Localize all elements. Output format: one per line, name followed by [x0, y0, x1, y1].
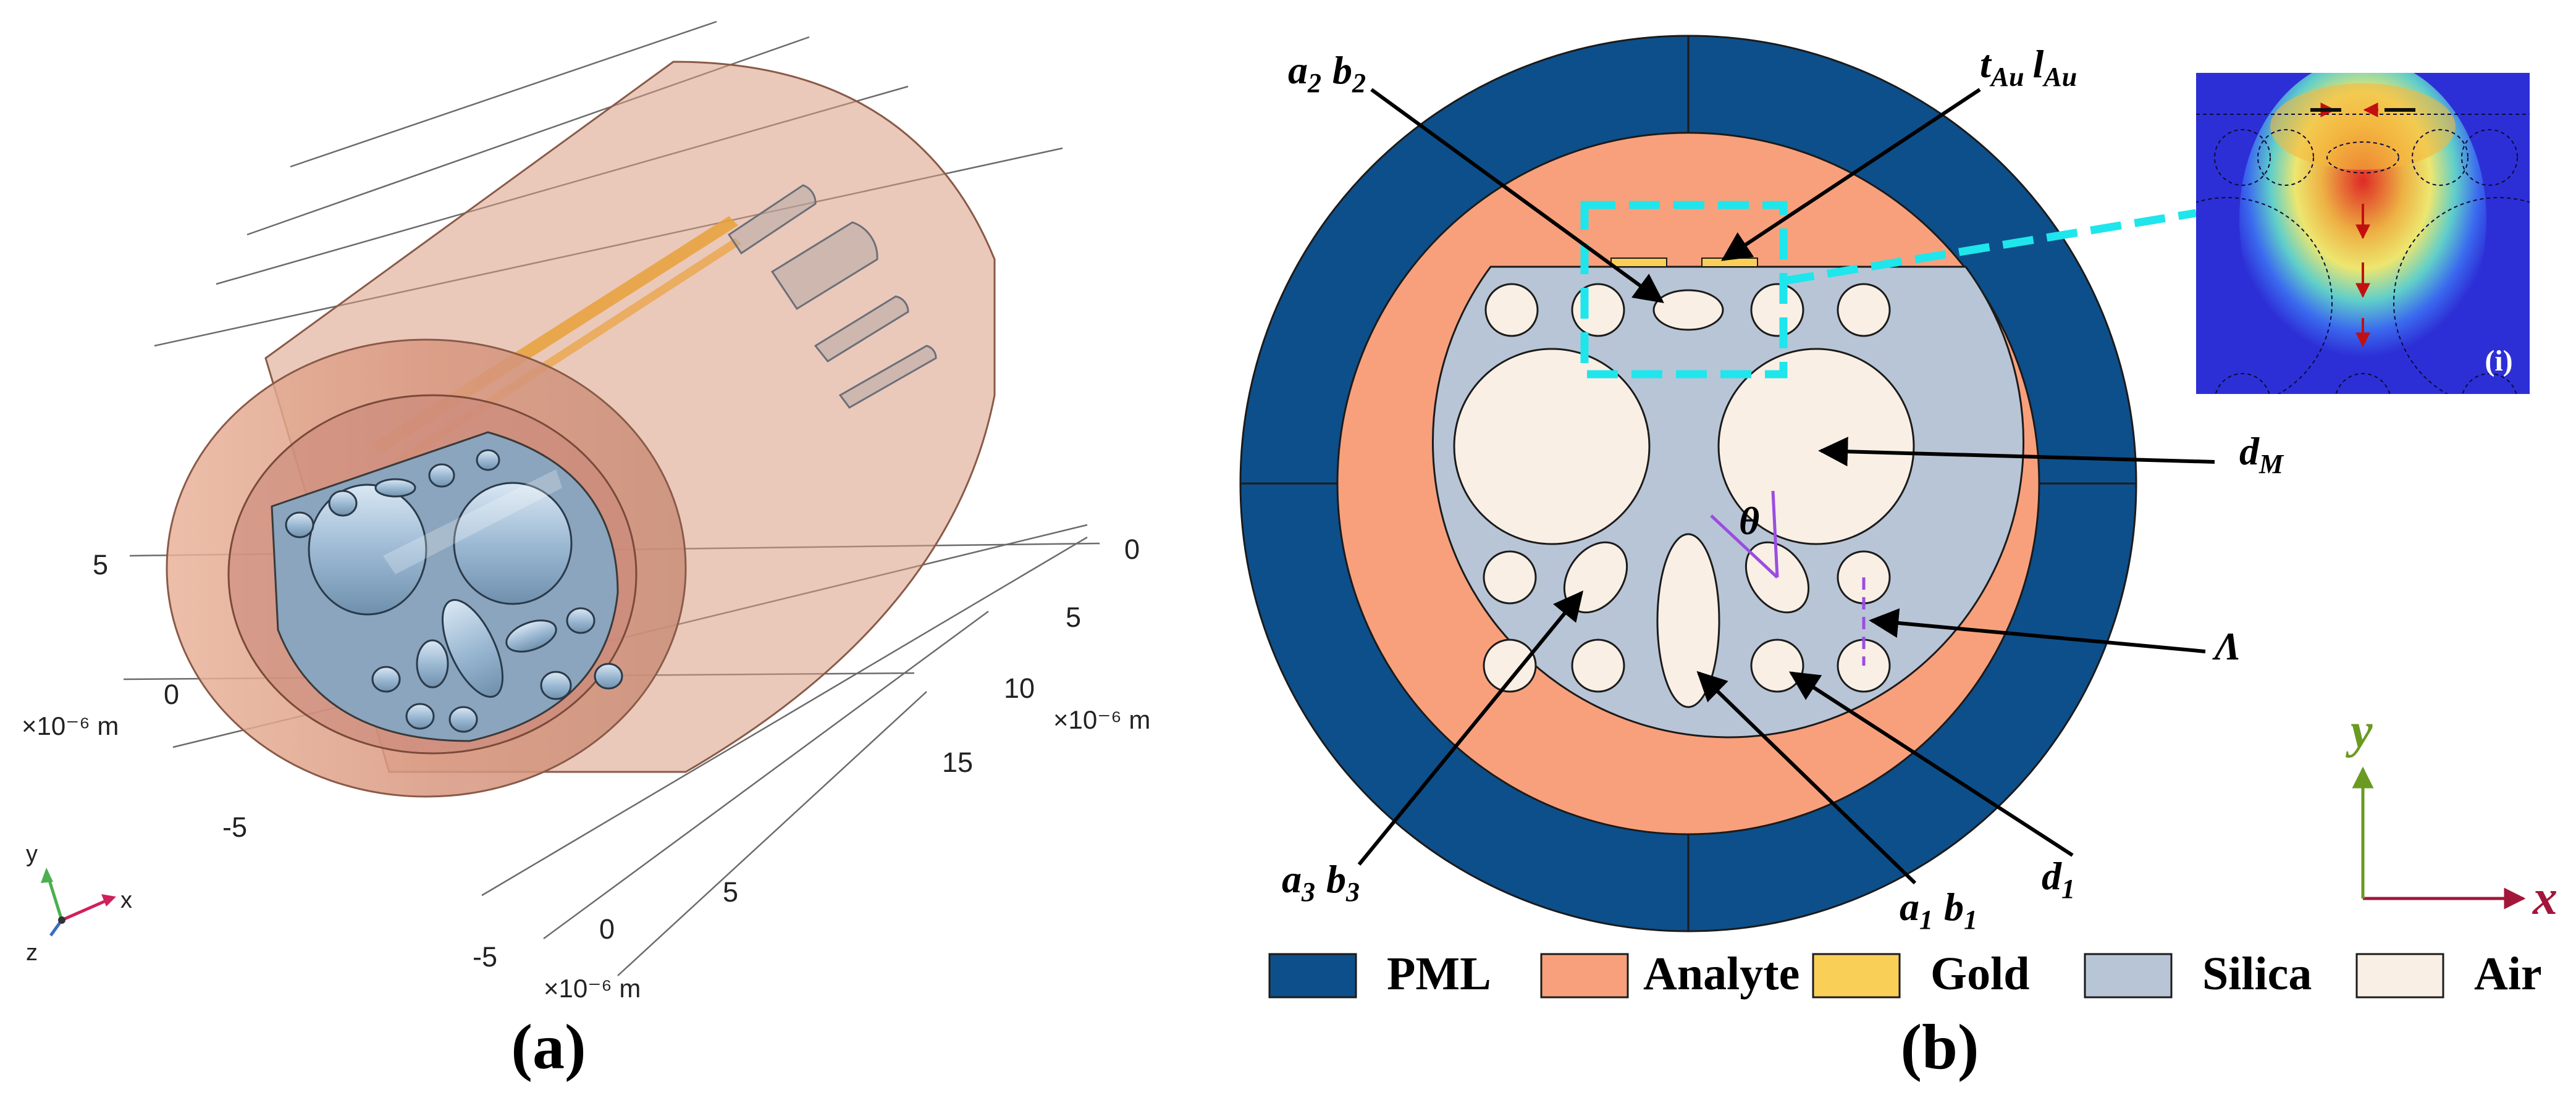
- legend-swatch-air: [2355, 953, 2444, 999]
- axis-y-label: y: [2345, 704, 2373, 758]
- orientation-triad: y x z: [26, 841, 132, 966]
- y-tick-label: 0: [164, 679, 179, 710]
- legend-label-gold: Gold: [1930, 948, 2030, 1000]
- legend-swatch-analyte: [1540, 953, 1629, 999]
- back-rods: [727, 184, 937, 409]
- legend-label-pml: PML: [1387, 948, 1491, 1000]
- label-dm: dM: [2239, 429, 2284, 479]
- legend-label-air: Air: [2474, 948, 2542, 1000]
- legend-label-silica: Silica: [2202, 948, 2312, 1000]
- legend-swatch-pml: [1268, 953, 1357, 999]
- face-highlight: [383, 469, 562, 574]
- legend-label-analyte: Analyte: [1643, 948, 1799, 1000]
- x-tick-label: 0: [599, 913, 615, 945]
- legend: PML Analyte Gold Silica Air: [1268, 948, 2542, 1000]
- label-d1: d1: [2042, 854, 2075, 904]
- annotation-arrows: [1357, 88, 2215, 885]
- xy-axes: x y: [2345, 704, 2557, 925]
- zoom-region-box: [1580, 201, 1788, 379]
- axis-x-label: x: [2532, 871, 2557, 925]
- label-theta: θ: [1739, 499, 1759, 543]
- z-unit-label: ×10⁻⁶ m: [1053, 705, 1150, 734]
- z-tick-label: 10: [1004, 672, 1035, 704]
- x-tick-label: -5: [473, 941, 497, 973]
- x-tick-label: 5: [723, 876, 738, 908]
- panel-a-caption: (a): [511, 1011, 586, 1083]
- y-tick-label: 5: [93, 549, 108, 580]
- zoom-connector: [1782, 209, 2197, 285]
- z-tick-label: 15: [942, 747, 973, 778]
- triad-x-label: x: [120, 887, 132, 913]
- panel-a-3d-model: 5 0 -5 ×10⁻⁶ m 0 5 10 15 ×10⁻⁶ m -5 0 5 …: [22, 20, 1150, 1083]
- inset-label: (i): [2485, 345, 2512, 377]
- triad-y-label: y: [26, 841, 38, 867]
- legend-swatch-gold: [1812, 953, 1901, 999]
- x-unit-label: ×10⁻⁶ m: [544, 974, 641, 1003]
- gold-film: [1610, 258, 1667, 267]
- y-tick-label: -5: [222, 811, 247, 843]
- inset-field-plot: (i): [2196, 73, 2530, 394]
- theta-marker: [1710, 490, 1779, 579]
- face-air-holes: [285, 449, 623, 733]
- legend-swatch-silica: [2084, 953, 2173, 999]
- label-lambda: Λ: [2212, 624, 2241, 668]
- panel-b-caption: (b): [1900, 1011, 1979, 1083]
- z-tick-label: 5: [1066, 601, 1081, 633]
- gold-film: [1701, 258, 1758, 267]
- triad-z-label: z: [26, 940, 38, 966]
- z-tick-label: 0: [1124, 534, 1140, 565]
- y-unit-label: ×10⁻⁶ m: [22, 711, 119, 740]
